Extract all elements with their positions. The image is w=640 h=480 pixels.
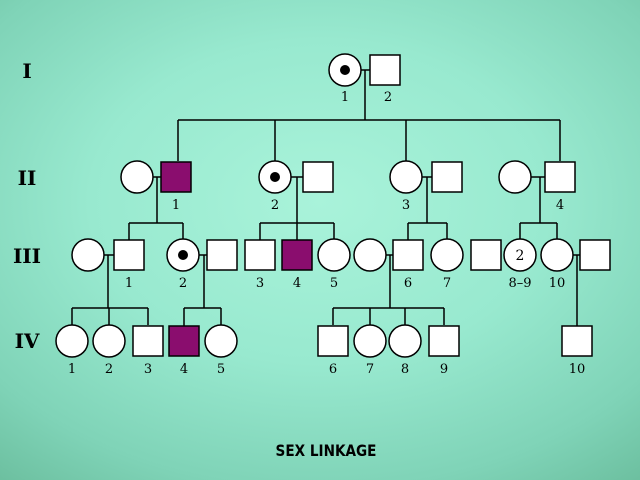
caption: SEX LINKAGE [275,441,377,460]
multiple-individuals-count: 2 [516,248,525,264]
individual-label-iv-8: 8 [401,362,409,377]
female-symbol-ii-1-spouse [120,160,154,194]
female-symbol-iii-1-spouse [71,238,105,272]
female-symbol-ii-3 [389,160,423,194]
individual-label-i-1: 1 [341,90,349,105]
male-symbol-iv-10 [561,325,593,357]
male-symbol-iv-3 [132,325,164,357]
individual-label-iii-3: 3 [256,276,264,291]
female-symbol-iv-5 [204,324,238,358]
male-symbol-iii-2-spouse [206,239,238,271]
individual-label-iv-10: 10 [569,362,586,377]
female-symbol-iv-8 [388,324,422,358]
carrier-dot-ii-2 [270,172,280,182]
female-symbol-iii-5 [317,238,351,272]
female-symbol-iii-10 [540,238,574,272]
individual-label-iv-2: 2 [105,362,113,377]
male-symbol-i-2 [369,54,401,86]
male-symbol-iii-4 [281,239,313,271]
male-symbol-iii-7-spouse [470,239,502,271]
female-symbol-iv-2 [92,324,126,358]
individual-label-iii-4: 4 [293,276,301,291]
female-symbol-iv-7 [353,324,387,358]
male-symbol-iv-6 [317,325,349,357]
male-symbol-ii-4 [544,161,576,193]
male-symbol-ii-2-spouse [302,161,334,193]
individual-label-ii-4: 4 [556,198,564,213]
individual-label-ii-3: 3 [402,198,410,213]
individual-label-i-2: 2 [384,90,392,105]
individual-label-iv-1: 1 [68,362,76,377]
male-symbol-iii-6 [392,239,424,271]
male-symbol-iii-3 [244,239,276,271]
male-symbol-iv-9 [428,325,460,357]
individual-label-iv-4: 4 [180,362,188,377]
individual-label-iv-5: 5 [217,362,225,377]
individual-label-iii-7: 7 [443,276,451,291]
individual-label-iii-1: 1 [125,276,133,291]
generation-label-iv: IV [14,329,40,353]
individual-label-iii-10: 10 [549,276,566,291]
female-symbol-iii-8-9 [503,238,537,272]
female-symbol-iv-1 [55,324,89,358]
carrier-dot-i-1 [340,65,350,75]
male-symbol-iv-4 [168,325,200,357]
individual-label-iii-8-9: 8–9 [508,276,531,291]
female-symbol-iii-7 [430,238,464,272]
carrier-dot-iii-2 [178,250,188,260]
individual-label-iii-6: 6 [404,276,412,291]
male-symbol-iii-1 [113,239,145,271]
individual-label-ii-1: 1 [172,198,180,213]
male-symbol-ii-1 [160,161,192,193]
generation-label-iii: III [12,244,42,268]
individual-label-iv-6: 6 [329,362,337,377]
individual-label-ii-2: 2 [271,198,279,213]
generation-label-i: I [22,59,32,83]
individual-label-iii-5: 5 [330,276,338,291]
female-symbol-ii-4-spouse [498,160,532,194]
individual-label-iv-3: 3 [144,362,152,377]
male-symbol-iii-10-spouse [579,239,611,271]
individual-label-iv-7: 7 [366,362,374,377]
individual-label-iv-9: 9 [440,362,448,377]
male-symbol-ii-3-spouse [431,161,463,193]
female-symbol-iii-6-spouse [353,238,387,272]
generation-label-ii: II [17,166,37,190]
individual-label-iii-2: 2 [179,276,187,291]
